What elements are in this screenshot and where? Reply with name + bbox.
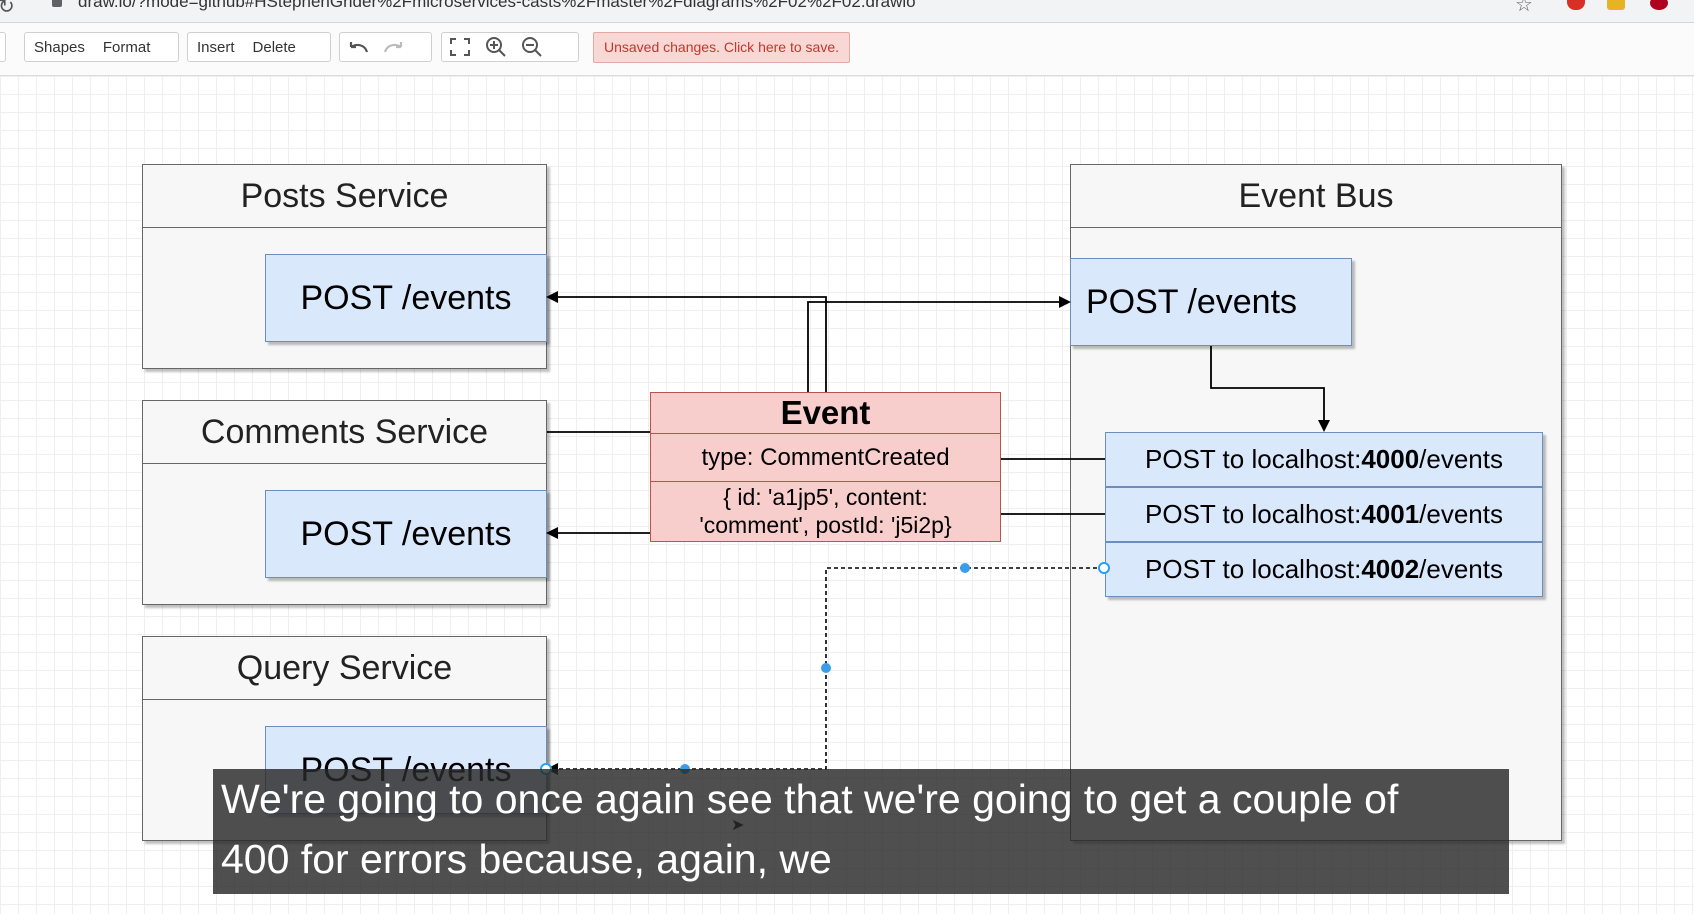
drawio-toolbar: Shapes Format Insert Delete Unsaved chan…	[0, 23, 1694, 76]
toolbar-group-history	[339, 32, 432, 62]
undo-icon[interactable]	[340, 33, 376, 61]
event-object[interactable]: Event type: CommentCreated { id: 'a1jp5'…	[650, 392, 1001, 542]
url-text[interactable]: draw.io/?mode=github#HStephenGrider%2Fmi…	[78, 0, 916, 11]
event-payload-line2: 'comment', postId: 'j5i2p}	[699, 512, 952, 538]
event-bus-target-4002[interactable]: POST to localhost:4002/events	[1105, 542, 1543, 597]
posts-service-endpoint[interactable]: POST /events	[265, 254, 547, 342]
event-bus-target-4000[interactable]: POST to localhost:4000/events	[1105, 432, 1543, 487]
reload-icon[interactable]: ↻	[0, 0, 15, 18]
posts-service-title: Posts Service	[143, 165, 546, 228]
target-prefix: POST to localhost:	[1145, 554, 1362, 584]
fit-page-icon[interactable]	[442, 33, 478, 61]
lock-icon	[52, 0, 62, 7]
zoom-out-icon[interactable]	[514, 33, 550, 61]
delete-button[interactable]: Delete	[252, 38, 296, 56]
toolbar-group-view: Shapes Format	[24, 32, 179, 62]
toolbar-group-edit: Insert Delete	[187, 32, 331, 62]
event-type: type: CommentCreated	[651, 434, 1000, 482]
redo-icon[interactable]	[376, 33, 412, 61]
extension-badge-icon[interactable]	[1650, 0, 1668, 10]
bookmark-star-icon[interactable]: ☆	[1515, 0, 1533, 16]
target-port: 4000	[1361, 444, 1420, 474]
toolbar-group-zoom	[441, 32, 579, 62]
target-suffix: /events	[1419, 554, 1503, 584]
event-bus-target-4001[interactable]: POST to localhost:4001/events	[1105, 487, 1543, 542]
format-button[interactable]: Format	[102, 38, 151, 56]
browser-address-bar: ↻ draw.io/?mode=github#HStephenGrider%2F…	[0, 0, 1694, 23]
event-payload-line1: { id: 'a1jp5', content:	[723, 484, 928, 510]
shapes-button[interactable]: Shapes	[34, 38, 85, 56]
event-bus-endpoint[interactable]: POST /events	[1070, 258, 1352, 346]
query-service-title: Query Service	[143, 637, 546, 700]
caption-line1: We're going to once again see that we're…	[221, 776, 1399, 822]
zoom-in-icon[interactable]	[478, 33, 514, 61]
comments-service-title: Comments Service	[143, 401, 546, 464]
target-prefix: POST to localhost:	[1145, 499, 1362, 529]
insert-button[interactable]: Insert	[197, 38, 235, 56]
caption-line2: 400 for errors because, again, we	[221, 836, 832, 882]
target-suffix: /events	[1419, 499, 1503, 529]
event-bus-title: Event Bus	[1071, 165, 1561, 228]
target-port: 4001	[1361, 499, 1420, 529]
target-prefix: POST to localhost:	[1145, 444, 1362, 474]
video-caption: We're going to once again see that we're…	[213, 769, 1509, 894]
event-title: Event	[651, 393, 1000, 434]
mouse-cursor-icon: ➤	[731, 817, 745, 834]
toolbar-group-edge	[0, 32, 6, 62]
extension-shield-icon[interactable]	[1567, 0, 1585, 10]
extension-folder-icon[interactable]	[1607, 0, 1625, 10]
target-suffix: /events	[1419, 444, 1503, 474]
target-port: 4002	[1361, 554, 1420, 584]
event-payload: { id: 'a1jp5', content: 'comment', postI…	[651, 482, 1000, 539]
comments-service-endpoint[interactable]: POST /events	[265, 490, 547, 578]
unsaved-changes-notice[interactable]: Unsaved changes. Click here to save.	[593, 32, 851, 63]
